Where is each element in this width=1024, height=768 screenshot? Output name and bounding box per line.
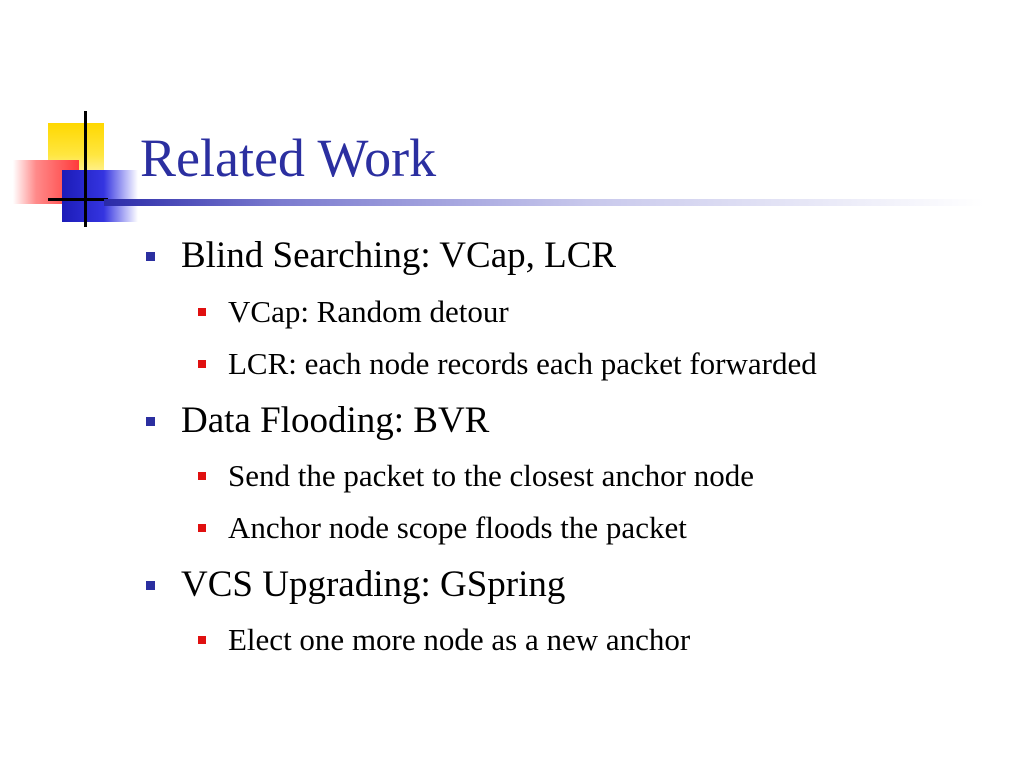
logo-horizontal-line [48,198,108,201]
bullet-item-level2: Send the packet to the closest anchor no… [198,457,754,495]
square-bullet-icon [146,252,155,261]
bullet-text: Data Flooding: BVR [181,400,490,441]
bullet-item-level1: Blind Searching: VCap, LCR [146,234,617,278]
bullet-text: Blind Searching: VCap, LCR [181,235,617,276]
square-bullet-icon [198,472,206,480]
logo-vertical-line [84,111,87,227]
square-bullet-icon [146,581,155,590]
bullet-item-level1: Data Flooding: BVR [146,399,490,443]
bullet-text: VCS Upgrading: GSpring [181,564,566,605]
bullet-text: VCap: Random detour [228,294,509,329]
square-bullet-icon [198,524,206,532]
bullet-item-level2: LCR: each node records each packet forwa… [198,345,817,383]
square-bullet-icon [146,417,155,426]
title-underline [104,199,984,206]
square-bullet-icon [198,360,206,368]
bullet-text: Anchor node scope floods the packet [228,510,687,545]
slide-title: Related Work [140,128,437,188]
bullet-item-level1: VCS Upgrading: GSpring [146,563,566,607]
bullet-item-level2: Elect one more node as a new anchor [198,621,691,659]
logo-blue-square [62,170,138,222]
bullet-text: Elect one more node as a new anchor [228,622,691,657]
bullet-text: Send the packet to the closest anchor no… [228,458,754,493]
bullet-item-level2: Anchor node scope floods the packet [198,509,687,547]
square-bullet-icon [198,308,206,316]
bullet-text: LCR: each node records each packet forwa… [228,346,817,381]
bullet-item-level2: VCap: Random detour [198,293,509,331]
square-bullet-icon [198,636,206,644]
